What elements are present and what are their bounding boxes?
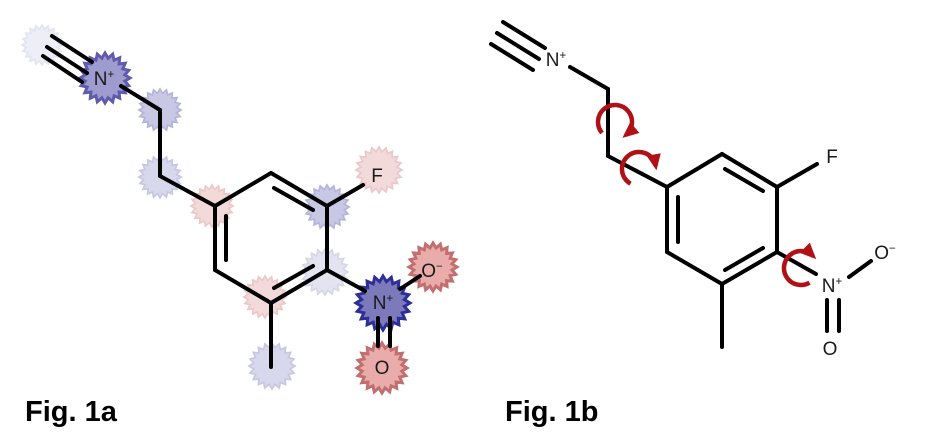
- bond-n-o-minus: [398, 274, 422, 291]
- ring-double-bond-inner: [272, 264, 315, 290]
- atom-label-nitro-o: O: [375, 358, 390, 379]
- ring-bond: [720, 152, 779, 189]
- rotation-arrow-c-nitro: [781, 242, 817, 288]
- atom-label-isocyanide-n: N+: [546, 50, 567, 71]
- bond-ch2-ring: [158, 174, 217, 208]
- triple-bond-line: [501, 20, 547, 50]
- rotation-arrow-ch2-ch2: [595, 102, 640, 138]
- triple-bond-line: [50, 34, 94, 64]
- ring-double-bond-inner: [723, 167, 765, 193]
- ring-double-bond-inner: [272, 186, 315, 212]
- ring-bond: [665, 152, 724, 189]
- highlight-isocyanide-n: [77, 50, 133, 106]
- bond-c-n-nitro: [775, 250, 818, 276]
- atom-label-nitro-o-minus: O−: [421, 261, 443, 282]
- fig-1a-molecule: N+ F N+ O− O: [20, 23, 460, 396]
- bond-c-f: [775, 162, 819, 189]
- highlight-fluorine: [354, 145, 404, 195]
- ring-double-bond-inner: [723, 246, 765, 272]
- triple-bond-line: [41, 54, 84, 84]
- fig-1a-bonds: [41, 34, 422, 369]
- bond-n-o-minus: [847, 259, 873, 279]
- highlight-isocyanide-terminal-c: [20, 23, 64, 67]
- fig-1a-caption: Fig. 1a: [25, 396, 117, 428]
- atom-label-nitro-o: O: [823, 339, 838, 360]
- fig-1b-rotation-arrows: [595, 102, 817, 288]
- bond-c-n-nitro: [325, 268, 367, 293]
- ring-bond: [269, 268, 329, 305]
- rotation-arrow-ch2-ring: [619, 149, 661, 186]
- fig-1b-molecule: N+ F N+ O− O: [489, 20, 896, 360]
- atom-label-fluorine: F: [371, 166, 383, 187]
- ring-bond: [269, 171, 329, 208]
- fig-1b-caption: Fig. 1b: [505, 396, 599, 428]
- ring-bond: [665, 250, 724, 286]
- atom-label-nitro-o-minus: O−: [874, 243, 896, 264]
- fig-1a-atom-labels: N+ F N+ O− O: [94, 69, 443, 379]
- ring-bond: [720, 250, 779, 286]
- highlight-nitro-o-minus: [406, 240, 460, 294]
- ring-bond: [213, 268, 273, 305]
- fig-1b-atom-labels: N+ F N+ O− O: [546, 50, 896, 360]
- triple-bond-line: [45, 45, 89, 75]
- bond-n-ch2: [119, 84, 162, 112]
- atom-label-nitro-n: N+: [822, 276, 843, 297]
- ring-bond: [213, 171, 273, 208]
- atom-label-nitro-n: N+: [373, 293, 394, 314]
- fig-1b-bonds: [489, 20, 873, 349]
- atom-label-isocyanide-n: N+: [94, 69, 115, 90]
- atom-label-fluorine: F: [826, 147, 838, 168]
- bond-c-f: [325, 183, 365, 208]
- triple-bond-line: [489, 42, 535, 72]
- triple-bond-line: [495, 31, 541, 61]
- highlight-nitro-o: [354, 340, 410, 396]
- bond-n-ch2: [568, 65, 610, 91]
- bond-ch2-ring: [606, 154, 669, 189]
